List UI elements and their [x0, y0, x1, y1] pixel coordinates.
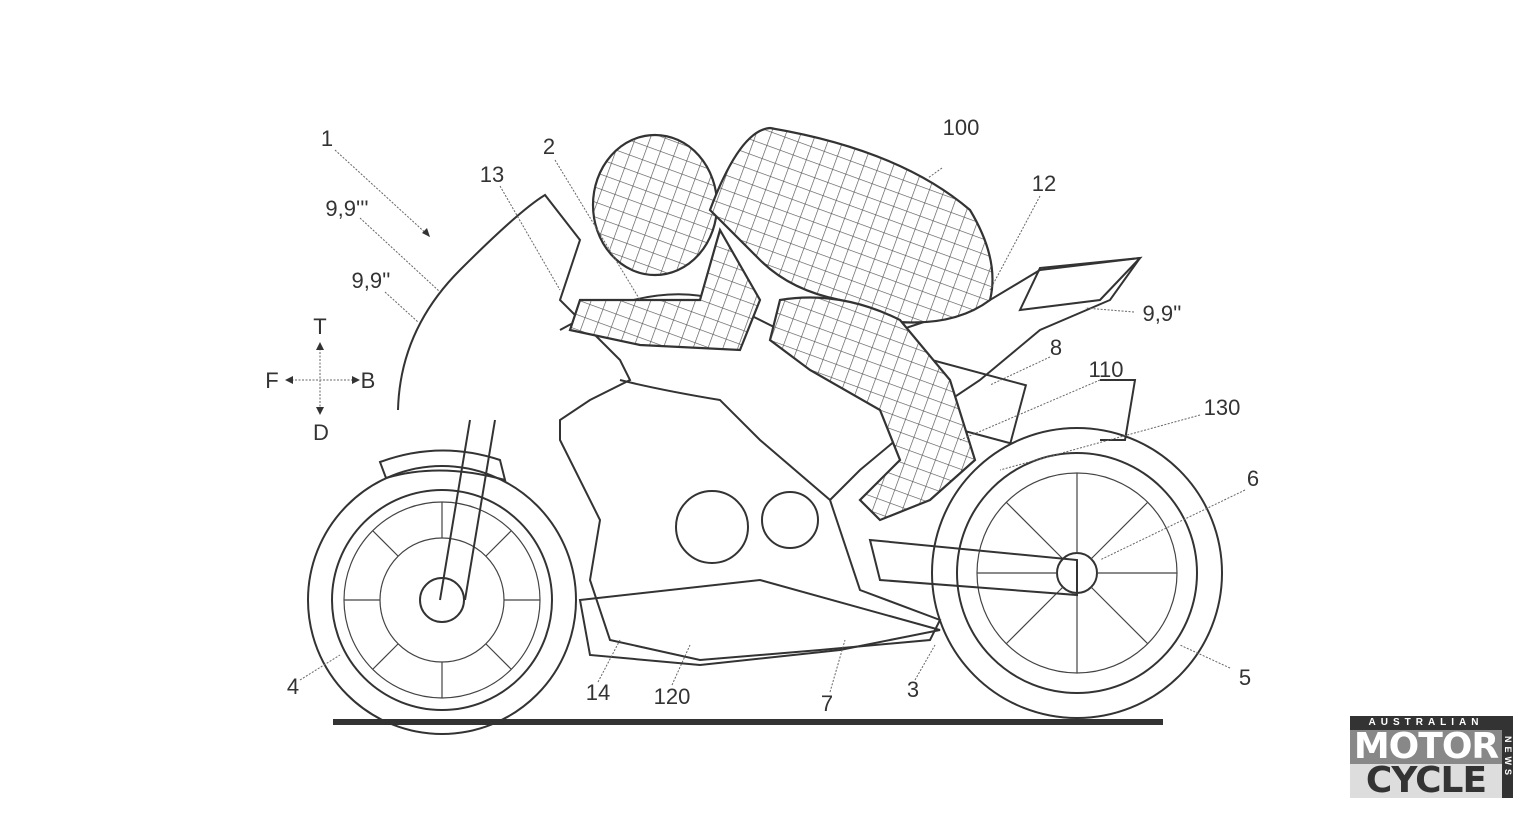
tail-section [1018, 256, 1143, 441]
label-rider: 100 [943, 115, 980, 140]
label-swingarm: 3 [907, 677, 919, 702]
direction-down: D [313, 420, 329, 445]
swingarm [868, 538, 1078, 597]
label-front-wheel: 4 [287, 674, 299, 699]
rear-wheel [931, 427, 1223, 719]
front-wheel [307, 465, 577, 735]
label-fairing-front: 9,9'' [352, 268, 391, 293]
label-side-panel: 110 [1088, 357, 1123, 382]
front-fork [439, 419, 496, 601]
label-rear-hub: 6 [1247, 466, 1259, 491]
label-belly-pan: 120 [654, 684, 691, 709]
front-fender [378, 449, 507, 482]
rider-leg [768, 296, 977, 522]
sprocket [761, 491, 819, 549]
label-number-plate: 8 [1050, 335, 1062, 360]
label-handlebar: 13 [480, 162, 504, 187]
direction-back: B [361, 368, 376, 393]
label-tail-fairing: 9,9'' [1143, 301, 1182, 326]
label-lower-fairing: 14 [586, 680, 610, 705]
logo-cycle: CYCLE [1350, 763, 1502, 799]
label-fairing-upper: 9,9''' [325, 196, 368, 221]
australian-motorcycle-news-logo: AUSTRALIAN MOTOR CYCLE NEWS [1350, 716, 1513, 799]
rider-arm [568, 227, 762, 352]
leader-lines [299, 149, 1246, 693]
label-frame: 2 [543, 134, 555, 159]
ground-line [333, 719, 1163, 725]
label-rear-wheel: 5 [1239, 665, 1251, 690]
engine-cover [675, 490, 749, 564]
logo-news: NEWS [1502, 716, 1513, 798]
reference-numerals: 1 9,9''' 9,9'' 13 2 100 12 9,9'' 8 110 1… [287, 115, 1259, 716]
logo-motor: MOTOR [1350, 729, 1502, 765]
direction-front: F [265, 368, 278, 393]
label-rear-hugger: 130 [1204, 395, 1241, 420]
rider [568, 126, 994, 522]
label-footpeg: 7 [821, 691, 833, 716]
logo-top: AUSTRALIAN [1350, 716, 1502, 730]
label-motorcycle: 1 [321, 126, 333, 151]
belly-pan [578, 578, 941, 667]
fairing [397, 193, 942, 662]
label-seat: 12 [1032, 171, 1056, 196]
direction-top: T [313, 314, 326, 339]
direction-indicator: T D F B [265, 314, 375, 445]
